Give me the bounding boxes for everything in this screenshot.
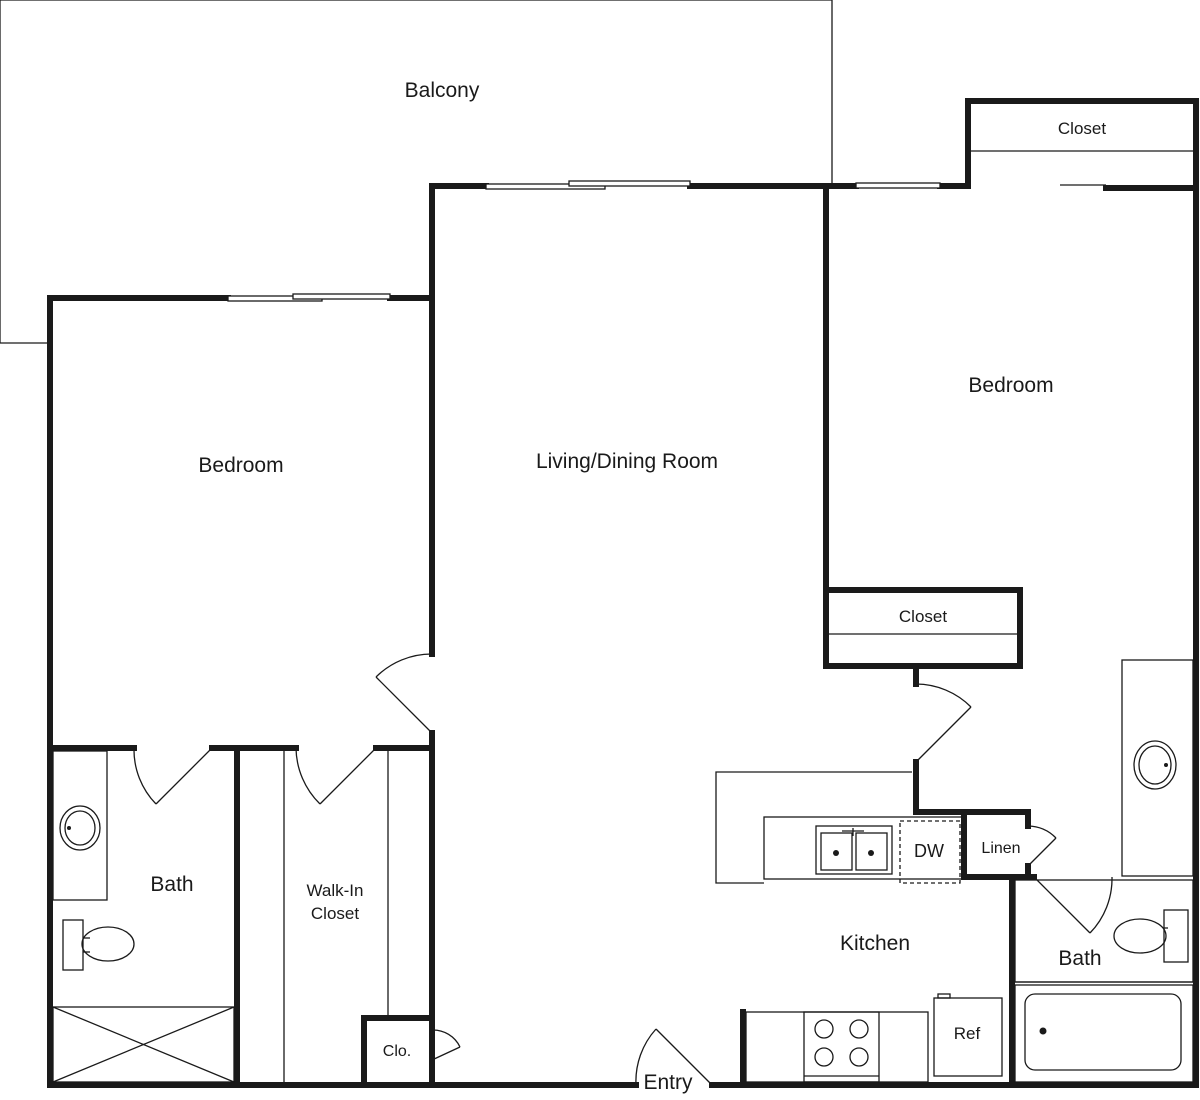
kitchen-label: Kitchen (840, 932, 910, 955)
left-bath-fixtures (52, 750, 235, 1083)
bath-left-label: Bath (150, 873, 193, 896)
entry-label: Entry (643, 1071, 693, 1094)
walk-in-closet-label-line1: Walk-In (307, 881, 364, 900)
balcony-area (0, 0, 833, 344)
closet-top-right-label: Closet (1058, 119, 1106, 138)
bedroom-left-label: Bedroom (198, 454, 283, 477)
bath-right-label: Bath (1058, 947, 1101, 970)
bedroom-right-label: Bedroom (968, 374, 1053, 397)
sliding-doors (227, 180, 1106, 302)
closet-shelves (283, 150, 1193, 1082)
linen-label: Linen (981, 840, 1020, 857)
clo-label: Clo. (383, 1043, 411, 1060)
walls (47, 98, 1199, 1088)
balcony-label: Balcony (405, 79, 480, 102)
closet-mid-right-label: Closet (899, 607, 947, 626)
doors (133, 653, 1113, 1086)
room-labels: Balcony Living/Dining Room Bedroom Bedro… (150, 79, 1106, 1094)
dishwasher-label: DW (914, 841, 944, 861)
kitchen-fixtures (715, 771, 1003, 1083)
right-bath-fixtures (1014, 659, 1194, 1083)
refrigerator-label: Ref (954, 1024, 981, 1043)
living-dining-label: Living/Dining Room (536, 450, 718, 473)
walk-in-closet-label-line2: Closet (311, 904, 359, 923)
